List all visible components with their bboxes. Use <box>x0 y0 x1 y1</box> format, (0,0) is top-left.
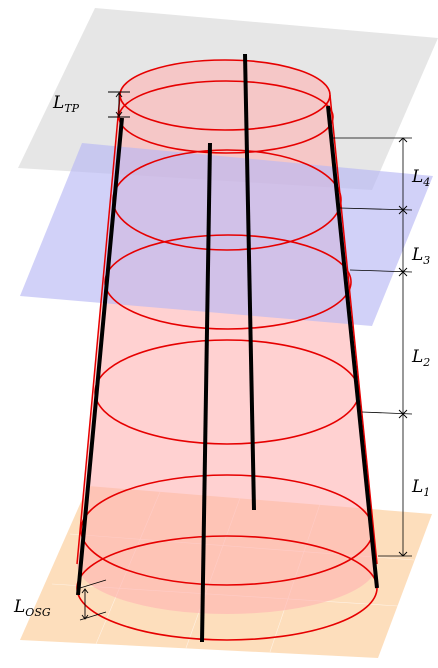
rod-back <box>243 53 256 511</box>
frustum-outline <box>76 94 378 565</box>
rod-front <box>200 142 212 643</box>
losg-dimension <box>79 579 107 621</box>
rods <box>76 53 379 643</box>
label-l3: L3 <box>411 245 430 267</box>
label-l4: L4 <box>411 167 430 189</box>
right-dimension-ticks <box>398 137 408 557</box>
label-l2: L2 <box>411 347 430 369</box>
label-losg: LOSG <box>13 597 51 619</box>
label-l1: L1 <box>411 477 430 499</box>
label-ltp: LTP <box>52 93 80 115</box>
rod-right <box>326 105 379 589</box>
rod-left <box>76 117 124 596</box>
ltp-dimension <box>108 91 130 118</box>
